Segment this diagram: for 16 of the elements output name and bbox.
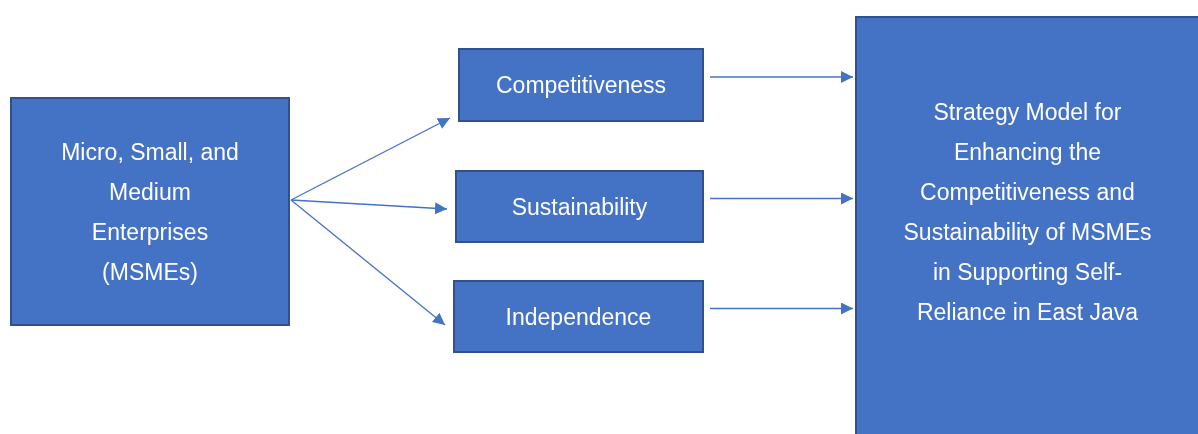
node-text: Sustainability — [511, 192, 648, 222]
arrow — [290, 199, 446, 326]
arrow — [290, 117, 451, 201]
result-box — [855, 16, 1198, 434]
arrow — [709, 302, 854, 315]
arrow — [290, 199, 448, 215]
process-box — [455, 170, 704, 243]
process-box — [453, 280, 704, 353]
arrow — [709, 71, 854, 83]
node-text: Competitiveness — [496, 71, 666, 100]
arrow — [709, 192, 854, 205]
process-box — [458, 48, 704, 122]
process-box — [10, 97, 290, 326]
node-text: Independence — [505, 302, 652, 332]
node-text: Micro, Small, and Medium Enterprises (MSMEs) — [60, 137, 240, 287]
node-text: Strategy Model for Enhancing the Competitiveness and Sustainability of MSMEs in Supporting Self-Reliance in East Java — [902, 98, 1153, 327]
